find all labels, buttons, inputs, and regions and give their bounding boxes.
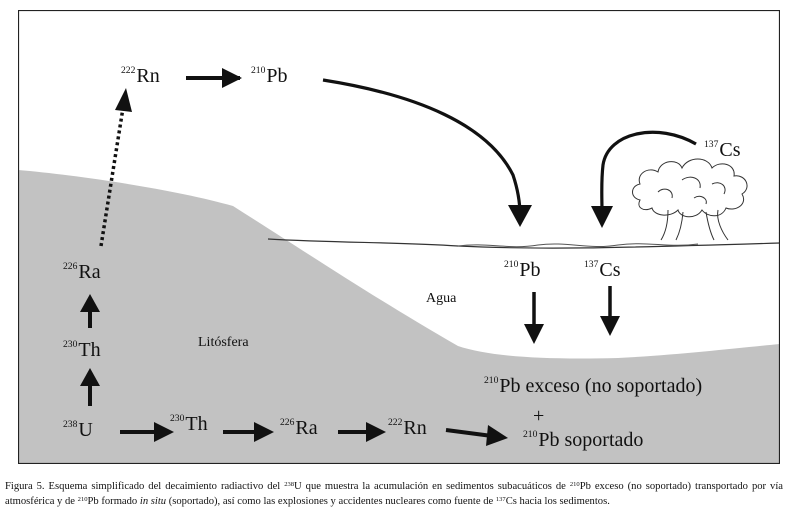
label-pb210-supported: 210Pb soportado xyxy=(523,428,644,451)
label-water: Agua xyxy=(426,291,457,306)
arrow-pb-fallout xyxy=(322,78,522,216)
diagram-border xyxy=(18,10,780,464)
arrowhead-u-to-th xyxy=(80,368,100,386)
label-rn222-top: 222Rn xyxy=(121,64,160,87)
arrow-cs-fallout xyxy=(600,130,697,211)
label-th230-left: 230Th xyxy=(63,338,101,361)
water-surface-ripple xyxy=(457,243,699,248)
label-plus: + xyxy=(533,405,545,427)
arrowhead-dotted xyxy=(115,88,132,112)
water-surface-line xyxy=(267,238,780,249)
label-lithosphere: Litósfera xyxy=(198,335,249,350)
label-cs137-source: 137Cs xyxy=(704,138,741,161)
label-pb210-top: 210Pb xyxy=(251,64,288,87)
nuclear-cloud-icon xyxy=(632,158,748,241)
arrowhead-pb-settling xyxy=(524,324,544,344)
arrowhead-cs-fallout xyxy=(591,206,613,228)
arrowhead-cs-settling xyxy=(600,316,620,336)
lithosphere-sediment-area xyxy=(18,170,780,464)
arrowhead-u-to-th-bottom xyxy=(154,422,174,442)
label-rn222-bottom: 222Rn xyxy=(388,416,427,439)
label-th230-bottom: 230Th xyxy=(170,412,208,435)
arrow-ra-to-rn-dotted xyxy=(99,107,125,247)
decay-diagram: 222Rn 210Pb 137Cs 210Pb 137Cs Agua Litós… xyxy=(18,10,780,464)
figure-caption: Figura 5. Esquema simplificado del decai… xyxy=(5,481,783,507)
label-pb210-water: 210Pb xyxy=(504,258,541,281)
arrowhead-th-to-ra xyxy=(80,294,100,312)
arrowhead-ra-to-rn-bottom xyxy=(366,422,386,442)
diagram-canvas xyxy=(18,10,780,464)
arrowhead-th-to-ra-bottom xyxy=(254,422,274,442)
arrowhead-pb-fallout xyxy=(508,205,532,227)
label-pb210-excess: 210Pb exceso (no soportado) xyxy=(484,374,703,397)
label-u238: 238U xyxy=(63,418,93,441)
arrow-rn-to-pb-bottom xyxy=(445,428,493,438)
label-ra226-left: 226Ra xyxy=(63,260,101,283)
arrowhead-rn-to-pb-bottom xyxy=(486,425,508,446)
label-cs137-water: 137Cs xyxy=(584,258,621,281)
label-ra226-bottom: 226Ra xyxy=(280,416,318,439)
